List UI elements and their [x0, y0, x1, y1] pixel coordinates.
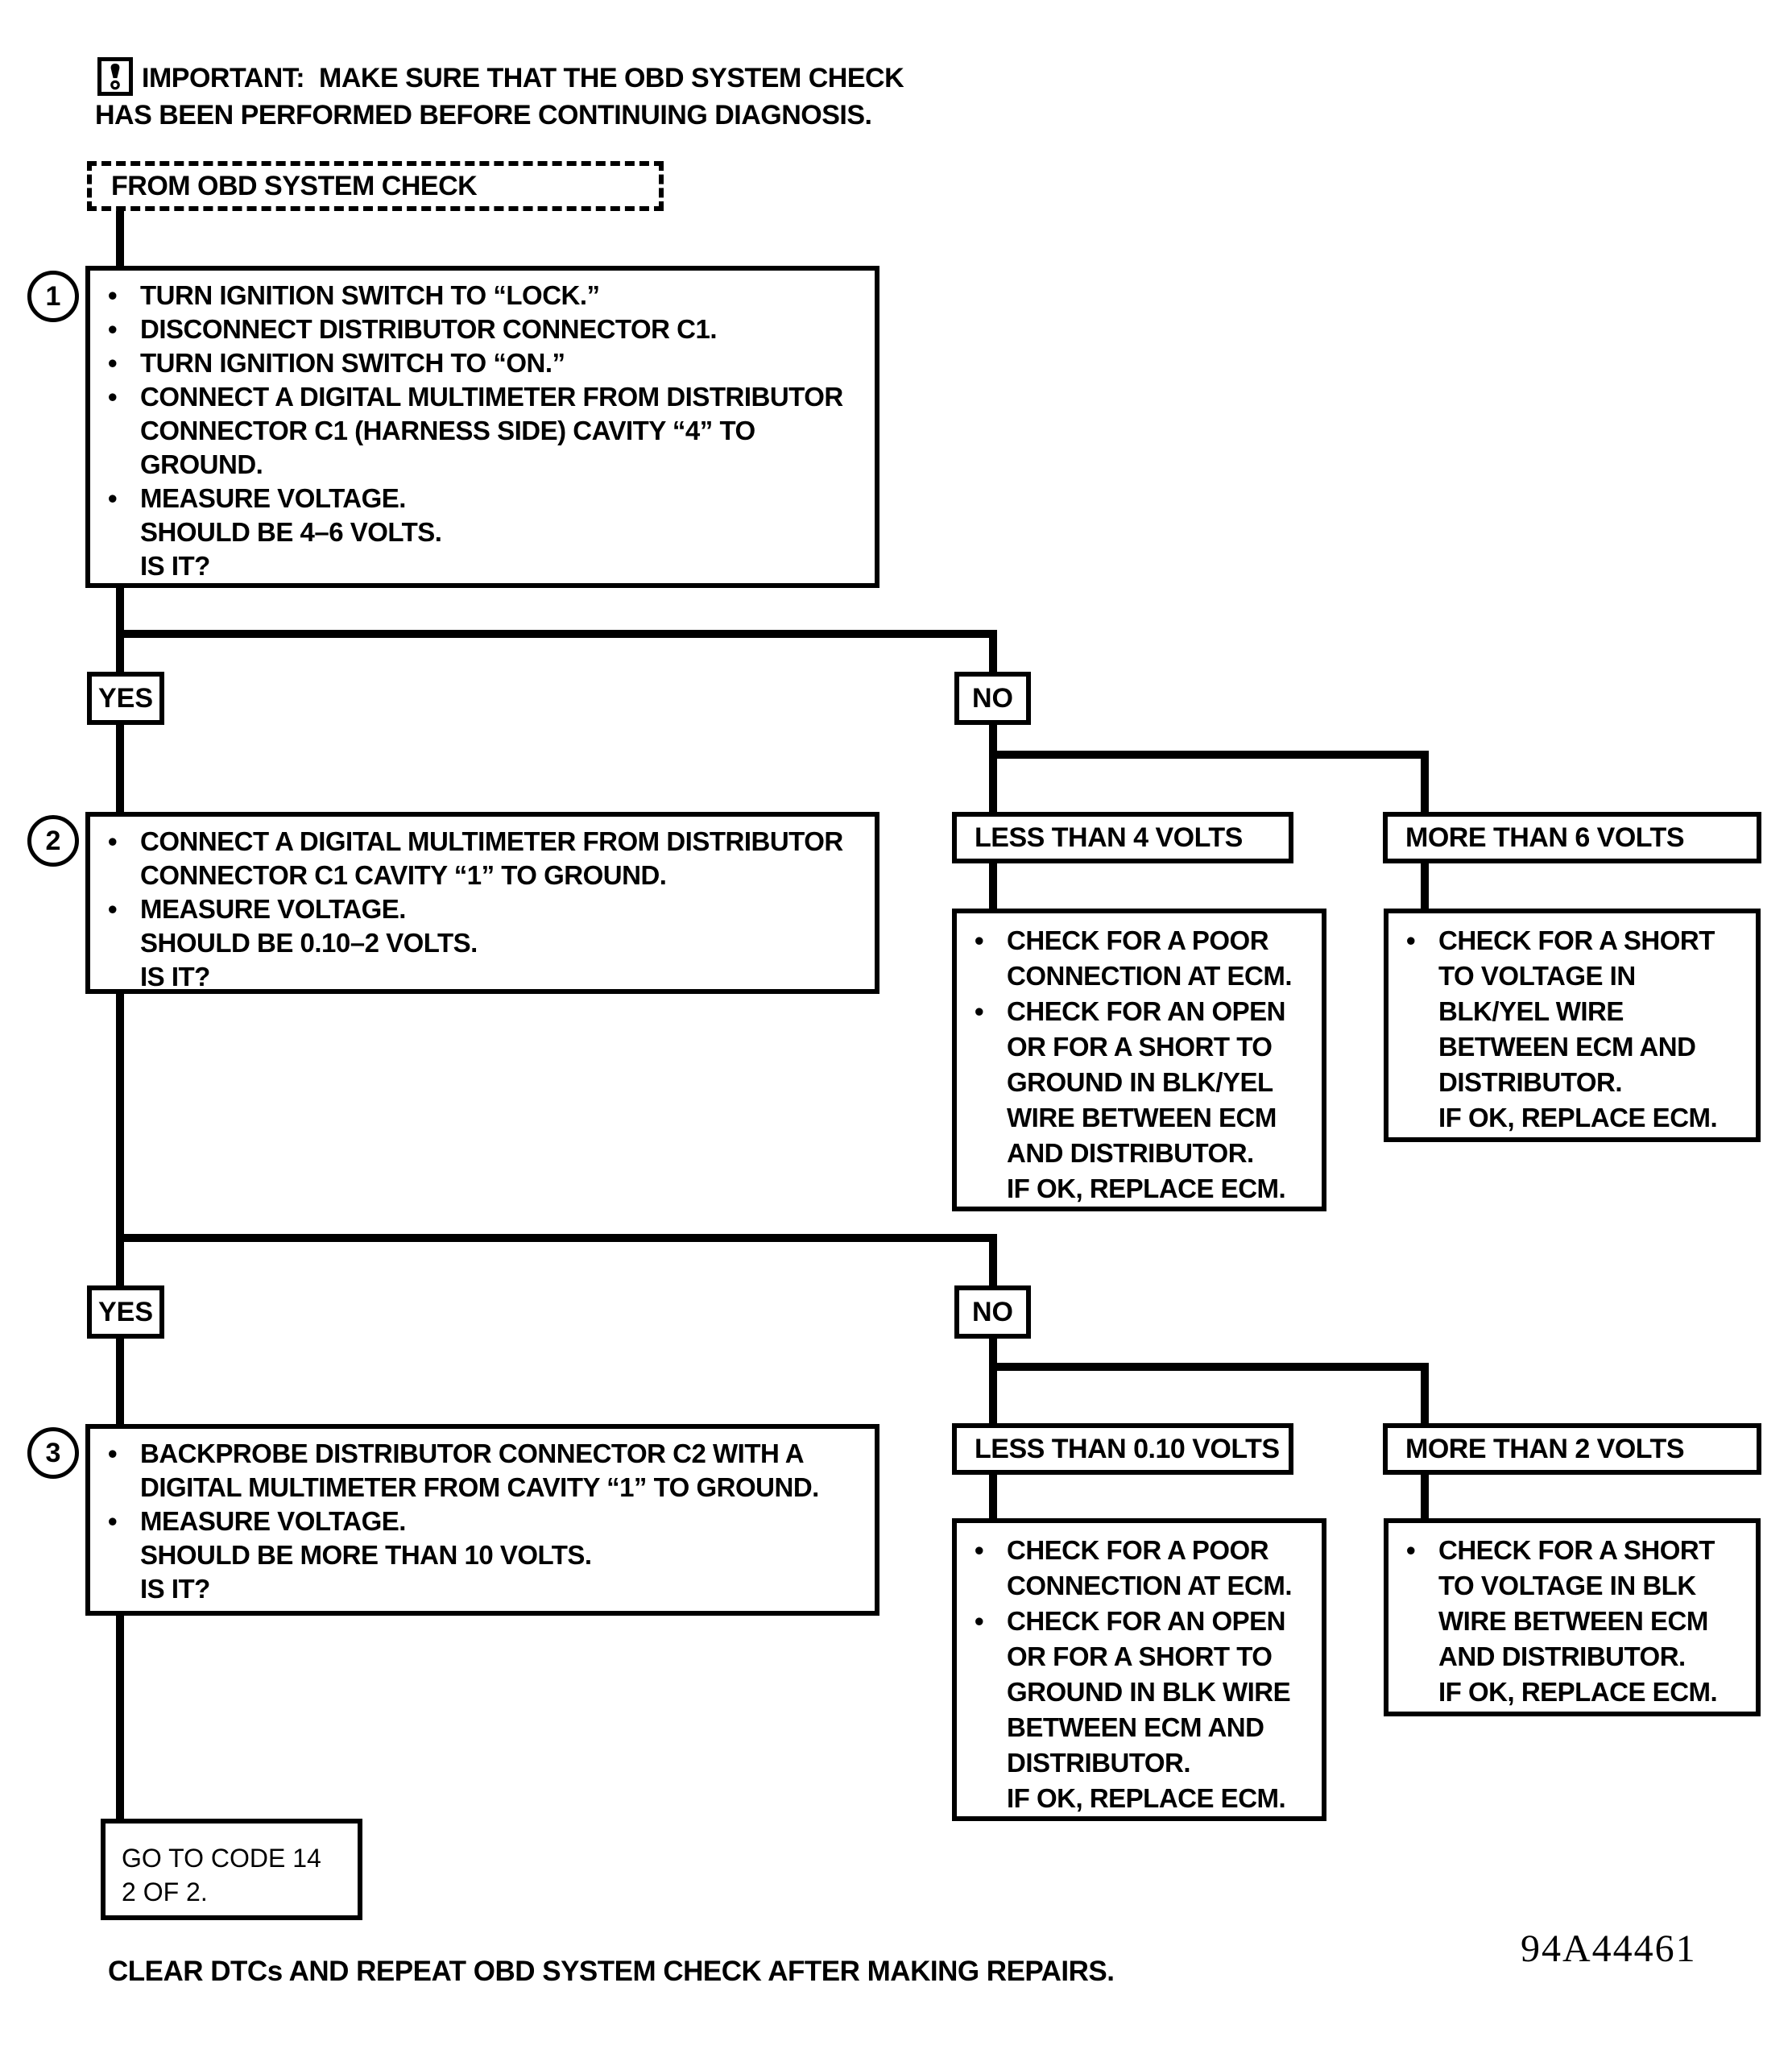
yes-text: YES	[97, 1296, 154, 1327]
action-bullet: CHECK FOR A SHORT TO VOLTAGE IN BLK WIRE…	[1405, 1533, 1748, 1710]
branch-more-than-6-title: MORE THAN 6 VOLTS	[1383, 812, 1761, 863]
connector-more2-to-actions	[1421, 1475, 1429, 1518]
no-label-row2: NO	[954, 1285, 1031, 1339]
branch-title-text: MORE THAN 6 VOLTS	[1405, 822, 1685, 853]
connector-no2-to-less010	[989, 1339, 997, 1423]
connector-row1-branch	[116, 630, 997, 638]
connector-no1-split	[989, 751, 1429, 759]
terminal-box: GO TO CODE 14 2 OF 2.	[101, 1819, 362, 1920]
connector-row2-to-no2	[989, 1234, 997, 1285]
figure-number: 94A44461	[1521, 1927, 1697, 1970]
branch-less-than-4-title: LESS THAN 4 VOLTS	[952, 812, 1293, 863]
footer-note: CLEAR DTCs AND REPEAT OBD SYSTEM CHECK A…	[108, 1956, 1115, 1987]
step-3-bullet-text: BACKPROBE DISTRIBUTOR CONNECTOR C2 WITH …	[140, 1439, 819, 1502]
action-bullet-text: CHECK FOR AN OPEN OR FOR A SHORT TO GROU…	[1007, 996, 1286, 1203]
connector-less010-to-actions	[989, 1475, 997, 1518]
branch-less-than-010-title: LESS THAN 0.10 VOLTS	[952, 1423, 1293, 1475]
connector-row2-branch	[116, 1234, 997, 1242]
yes-text: YES	[97, 682, 154, 714]
step-3-number: 3	[45, 1437, 61, 1468]
step-1-number: 1	[45, 280, 61, 312]
connector-step3-to-terminal	[116, 1616, 124, 1820]
connector-split1-to-more6	[1421, 751, 1429, 812]
connector-step2-to-yes2	[116, 994, 124, 1285]
step-2-bullet-text: MEASURE VOLTAGE. SHOULD BE 0.10–2 VOLTS.…	[140, 894, 478, 991]
step-2-number: 2	[45, 825, 61, 856]
action-bullet: CHECK FOR AN OPEN OR FOR A SHORT TO GROU…	[973, 994, 1314, 1207]
branch-more-than-2-actions: CHECK FOR A SHORT TO VOLTAGE IN BLK WIRE…	[1384, 1518, 1761, 1716]
yes-label-row1: YES	[87, 672, 164, 725]
action-bullet-text: CHECK FOR AN OPEN OR FOR A SHORT TO GROU…	[1007, 1606, 1291, 1813]
connector-start-to-step1	[116, 211, 124, 266]
branch-title-text: MORE THAN 2 VOLTS	[1405, 1433, 1685, 1464]
step-3-bullet-text: MEASURE VOLTAGE. SHOULD BE MORE THAN 10 …	[140, 1506, 592, 1604]
branch-title-text: LESS THAN 4 VOLTS	[975, 822, 1243, 853]
connector-split2-to-more2	[1421, 1363, 1429, 1423]
step-1-bullet-text: DISCONNECT DISTRIBUTOR CONNECTOR C1.	[140, 314, 718, 344]
yes-label-row2: YES	[87, 1285, 164, 1339]
terminal-box-text: GO TO CODE 14 2 OF 2.	[122, 1844, 321, 1906]
connector-less4-to-actions	[989, 863, 997, 909]
action-bullet: CHECK FOR A POOR CONNECTION AT ECM.	[973, 1533, 1314, 1604]
action-bullet-text: CHECK FOR A SHORT TO VOLTAGE IN BLK WIRE…	[1438, 1535, 1718, 1707]
start-node: FROM OBD SYSTEM CHECK	[87, 161, 664, 211]
step-2-bullet-text: CONNECT A DIGITAL MULTIMETER FROM DISTRI…	[140, 826, 843, 890]
step-3-circle: 3	[27, 1427, 79, 1479]
action-bullet-text: CHECK FOR A SHORT TO VOLTAGE IN BLK/YEL …	[1438, 925, 1718, 1132]
branch-more-than-6-actions: CHECK FOR A SHORT TO VOLTAGE IN BLK/YEL …	[1384, 909, 1761, 1142]
step-1-circle: 1	[27, 271, 79, 322]
step-2-bullet: MEASURE VOLTAGE. SHOULD BE 0.10–2 VOLTS.…	[105, 892, 863, 994]
branch-title-text: LESS THAN 0.10 VOLTS	[975, 1433, 1280, 1464]
no-text: NO	[972, 1296, 1013, 1327]
step-1-bullet: CONNECT A DIGITAL MULTIMETER FROM DISTRI…	[105, 380, 863, 482]
connector-more6-to-actions	[1421, 863, 1429, 909]
step-1-bullet-text: MEASURE VOLTAGE. SHOULD BE 4–6 VOLTS. IS…	[140, 483, 442, 581]
step-2-circle: 2	[27, 815, 79, 867]
branch-less-than-010-actions: CHECK FOR A POOR CONNECTION AT ECM. CHEC…	[952, 1518, 1326, 1821]
connector-no2-split	[989, 1363, 1429, 1371]
step-1-box: TURN IGNITION SWITCH TO “LOCK.” DISCONNE…	[85, 266, 879, 588]
step-2-bullet: CONNECT A DIGITAL MULTIMETER FROM DISTRI…	[105, 825, 863, 892]
important-text-line-2: HAS BEEN PERFORMED BEFORE CONTINUING DIA…	[95, 100, 872, 130]
branch-more-than-2-title: MORE THAN 2 VOLTS	[1383, 1423, 1761, 1475]
branch-less-than-4-actions: CHECK FOR A POOR CONNECTION AT ECM. CHEC…	[952, 909, 1326, 1211]
connector-yes1-to-step2	[116, 725, 124, 812]
no-text: NO	[972, 682, 1013, 714]
action-bullet-text: CHECK FOR A POOR CONNECTION AT ECM.	[1007, 1535, 1292, 1600]
step-1-bullet: TURN IGNITION SWITCH TO “ON.”	[105, 346, 863, 380]
step-1-bullet-text: CONNECT A DIGITAL MULTIMETER FROM DISTRI…	[140, 382, 843, 479]
step-3-bullet: MEASURE VOLTAGE. SHOULD BE MORE THAN 10 …	[105, 1505, 863, 1606]
connector-no1-to-less4	[989, 725, 997, 812]
start-node-label: FROM OBD SYSTEM CHECK	[111, 170, 478, 201]
step-1-bullet: MEASURE VOLTAGE. SHOULD BE 4–6 VOLTS. IS…	[105, 482, 863, 583]
action-bullet: CHECK FOR AN OPEN OR FOR A SHORT TO GROU…	[973, 1604, 1314, 1816]
step-1-bullet-text: TURN IGNITION SWITCH TO “ON.”	[140, 348, 565, 378]
step-1-bullet: DISCONNECT DISTRIBUTOR CONNECTOR C1.	[105, 313, 863, 346]
important-text-line-1: IMPORTANT: MAKE SURE THAT THE OBD SYSTEM…	[142, 63, 904, 93]
connector-yes2-to-step3	[116, 1339, 124, 1424]
no-label-row1: NO	[954, 672, 1031, 725]
action-bullet-text: CHECK FOR A POOR CONNECTION AT ECM.	[1007, 925, 1292, 991]
step-1-bullet-text: TURN IGNITION SWITCH TO “LOCK.”	[140, 280, 600, 310]
step-1-bullet: TURN IGNITION SWITCH TO “LOCK.”	[105, 279, 863, 313]
connector-row1-to-no1	[989, 630, 997, 672]
important-icon	[97, 57, 133, 96]
step-3-box: BACKPROBE DISTRIBUTOR CONNECTOR C2 WITH …	[85, 1424, 879, 1616]
action-bullet: CHECK FOR A POOR CONNECTION AT ECM.	[973, 923, 1314, 994]
step-2-box: CONNECT A DIGITAL MULTIMETER FROM DISTRI…	[85, 812, 879, 994]
step-3-bullet: BACKPROBE DISTRIBUTOR CONNECTOR C2 WITH …	[105, 1437, 863, 1505]
action-bullet: CHECK FOR A SHORT TO VOLTAGE IN BLK/YEL …	[1405, 923, 1748, 1136]
